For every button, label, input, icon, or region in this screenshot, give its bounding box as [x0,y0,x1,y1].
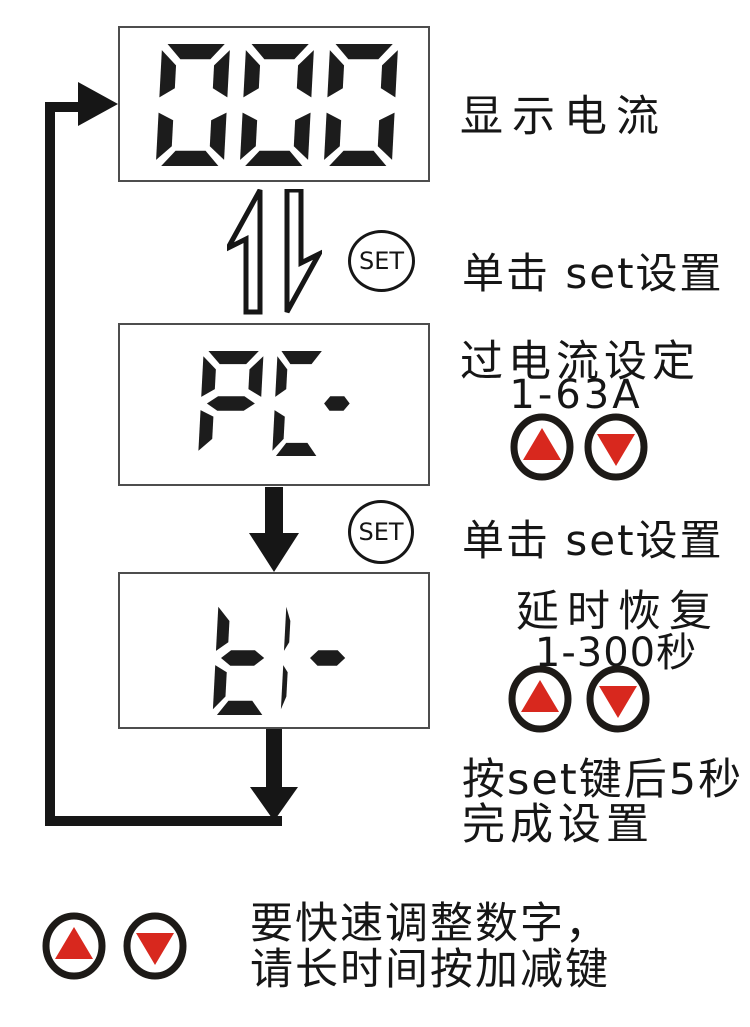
lcd-display-delay [118,572,430,729]
up-triangle-icon [521,680,559,712]
lcd-display-overcurrent [118,323,430,486]
label-set-hint-2: 单击 set设置 [462,516,724,565]
tip-line-2: 请长时间按加减键 [250,945,610,995]
up-down-arrows-icon [227,189,322,315]
up-triangle-icon [523,428,561,460]
tip-line-1: 要快速调整数字， [250,899,610,949]
label-overcurrent-range: 1-63A [509,372,643,418]
down-button[interactable] [584,413,648,481]
up-button[interactable] [510,413,574,481]
label-set-hint-1: 单击 set设置 [462,249,724,298]
up-button[interactable] [508,665,572,733]
label-speed-tip: 要快速调整数字， 请长时间按加减键 [250,901,610,993]
label-display-current: 显示电流 [460,92,668,142]
label-delay-title: 延时恢复 [516,587,720,637]
down-arrow-connector-2 [250,729,298,821]
loop-arrow [45,82,282,826]
label-finish-line1: 按set键后5秒 [462,755,744,805]
set-button[interactable]: SET [348,500,414,564]
lcd-display-current [118,26,430,182]
down-triangle-icon [599,686,637,718]
down-arrow-connector-1 [249,487,299,572]
seven-segment-PC [198,351,350,456]
loop-arrowhead-icon [78,82,118,126]
label-finish-line2: 完成设置 [462,800,654,850]
down-button[interactable] [586,665,650,733]
seven-segment-tt [212,606,346,715]
label-overcurrent-title: 过电流设定 [460,337,700,387]
down-triangle-icon [136,933,174,965]
set-button[interactable]: SET [348,230,415,292]
down-triangle-icon [597,434,635,466]
up-button[interactable] [42,912,106,980]
up-triangle-icon [55,927,93,959]
down-button[interactable] [123,912,187,980]
seven-segment-000 [156,44,398,166]
